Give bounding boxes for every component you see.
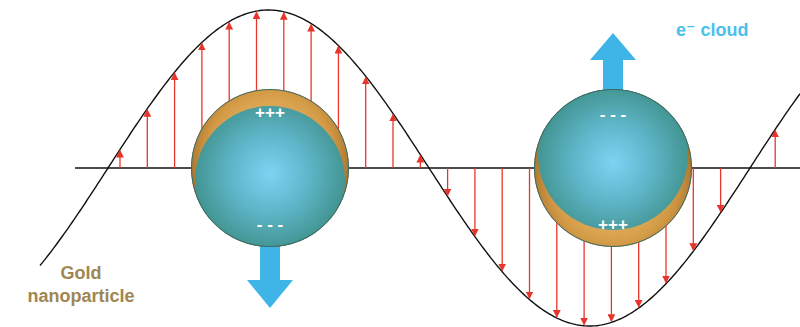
field-arrow (174, 73, 175, 168)
field-arrow (693, 168, 694, 250)
cloud-label: e⁻ cloud (676, 19, 749, 42)
charge-sign: - - - (533, 106, 693, 123)
field-arrow (365, 77, 366, 168)
field-arrow (392, 114, 393, 168)
particle-label: Gold nanoparticle (6, 262, 156, 309)
charge-sign: +++ (190, 104, 350, 121)
wave-curve (40, 10, 800, 326)
field-arrow (447, 168, 448, 196)
field-arrow (720, 168, 721, 212)
charge-sign: - - - (190, 216, 350, 233)
field-arrow (775, 130, 776, 168)
field-arrow (147, 110, 148, 168)
field-arrow (420, 156, 421, 168)
field-arrow (119, 150, 120, 168)
field-arrow (529, 168, 530, 299)
charge-sign: +++ (533, 216, 693, 233)
field-arrow (502, 168, 503, 271)
field-arrow (474, 168, 475, 236)
nanoparticle-sphere: +++ - - - (190, 88, 350, 248)
nanoparticle-sphere: - - - +++ (533, 88, 693, 248)
